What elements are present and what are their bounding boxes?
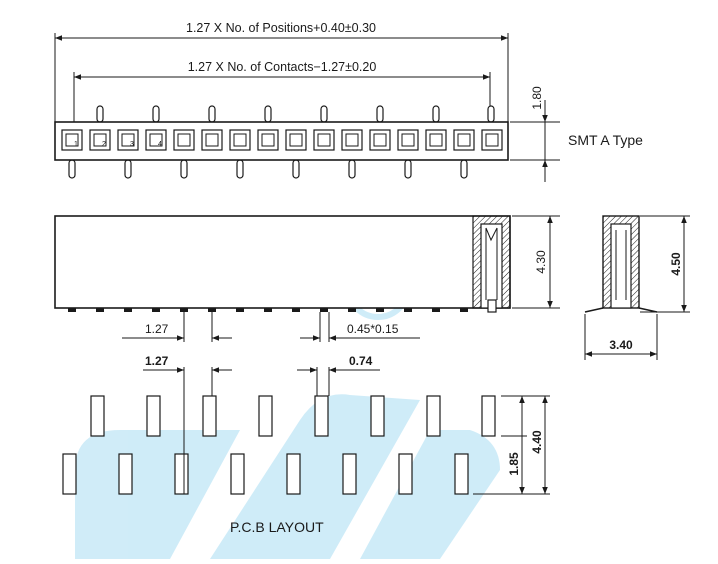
solder-tail	[152, 308, 160, 312]
contact-cell	[201, 129, 223, 151]
pcb-pad-lower	[62, 453, 77, 495]
pcb-pad-upper	[202, 395, 217, 437]
solder-tail	[348, 308, 356, 312]
contact-cell-inner	[177, 133, 191, 147]
solder-tail	[68, 308, 76, 312]
type-label: SMT A Type	[568, 132, 643, 148]
contact-cell-inner	[65, 133, 79, 147]
contact-cell	[397, 129, 419, 151]
contact-cell	[285, 129, 307, 151]
lower-pins	[68, 159, 468, 179]
solder-tail	[376, 308, 384, 312]
contact-cell-inner	[457, 133, 471, 147]
pcb-pad-upper	[370, 395, 385, 437]
end-view: 4.50 3.40	[584, 215, 690, 360]
contact-cell-inner	[429, 133, 443, 147]
pcb-pad-lower	[174, 453, 189, 495]
contact-cell	[257, 129, 279, 151]
pin-number-4: 4	[158, 141, 162, 148]
solder-tail	[180, 308, 188, 312]
upper-pins	[96, 105, 495, 123]
pcb-pad-lower	[118, 453, 133, 495]
pcb-pad-lower	[286, 453, 301, 495]
solder-tails	[68, 308, 468, 312]
pcb-pad-lower	[342, 453, 357, 495]
contact-cell-inner	[317, 133, 331, 147]
contact-cell	[481, 129, 503, 151]
contact-cell-inner	[401, 133, 415, 147]
pcb-pads	[62, 395, 496, 495]
pin-number-1: 1	[74, 141, 78, 148]
pcb-pad-lower	[454, 453, 469, 495]
pcb-layout: 1.27 0.74 4.40 1.85 P.C.B LAYOUT	[62, 354, 550, 535]
contact-cell-inner	[485, 133, 499, 147]
pcb-pad-lower	[398, 453, 413, 495]
contact-cell-inner	[233, 133, 247, 147]
solder-tail	[236, 308, 244, 312]
contact-cell	[117, 129, 139, 151]
solder-tail	[292, 308, 300, 312]
contact-cell	[369, 129, 391, 151]
pcb-pad-upper	[481, 395, 496, 437]
solder-tail	[96, 308, 104, 312]
pad-width-label: 0.74	[349, 354, 373, 368]
pcb-pad-upper	[314, 395, 329, 437]
pcb-pad-upper	[146, 395, 161, 437]
contact-cell-inner	[205, 133, 219, 147]
contact-cell-inner	[149, 133, 163, 147]
contact-cell	[229, 129, 251, 151]
contact-cell-inner	[345, 133, 359, 147]
solder-tail	[460, 308, 468, 312]
pin-number-2: 2	[102, 141, 106, 148]
solder-tail	[124, 308, 132, 312]
side-view-housing	[54, 215, 511, 309]
contact-cell	[313, 129, 335, 151]
contact-cell-inner	[373, 133, 387, 147]
solder-tail	[320, 308, 328, 312]
height-4-50-label: 4.50	[669, 252, 683, 276]
contact-cell	[453, 129, 475, 151]
pcb-pad-upper	[426, 395, 441, 437]
pcb-pad-upper	[90, 395, 105, 437]
contact-cell	[341, 129, 363, 151]
contact-cell-inner	[261, 133, 275, 147]
contact-cell	[61, 129, 83, 151]
pin-size-label: 0.45*0.15	[347, 322, 399, 336]
total-length-4-40-label: 4.40	[530, 430, 544, 454]
contact-cell	[89, 129, 111, 151]
solder-tail	[432, 308, 440, 312]
contact-cells	[61, 129, 503, 151]
contacts-dimension-label: 1.27 X No. of Contacts−1.27±0.20	[188, 60, 377, 74]
pcb-pad-upper	[258, 395, 273, 437]
contact-cell-inner	[121, 133, 135, 147]
height-1-80-label: 1.80	[530, 86, 544, 110]
top-view: 1.27 X No. of Positions+0.40±0.30 1.27 X…	[54, 21, 643, 182]
contact-cell	[145, 129, 167, 151]
pcb-layout-title: P.C.B LAYOUT	[230, 519, 324, 535]
solder-tail	[404, 308, 412, 312]
pin-number-3: 3	[130, 141, 134, 148]
contact-cell	[173, 129, 195, 151]
width-3-40-label: 3.40	[609, 338, 633, 352]
solder-tail	[264, 308, 272, 312]
row-offset-1-85-label: 1.85	[507, 452, 521, 476]
contact-cell-inner	[93, 133, 107, 147]
height-4-30-label: 4.30	[534, 250, 548, 274]
contact-cell	[425, 129, 447, 151]
pcb-pitch-label: 1.27	[145, 354, 169, 368]
side-pitch-label: 1.27	[145, 322, 169, 336]
contact-cell-inner	[289, 133, 303, 147]
pcb-pad-lower	[230, 453, 245, 495]
solder-tail	[208, 308, 216, 312]
side-view: 4.30 1.27 0.45*0.15	[54, 215, 560, 342]
overall-dimension-label: 1.27 X No. of Positions+0.40±0.30	[186, 21, 376, 35]
